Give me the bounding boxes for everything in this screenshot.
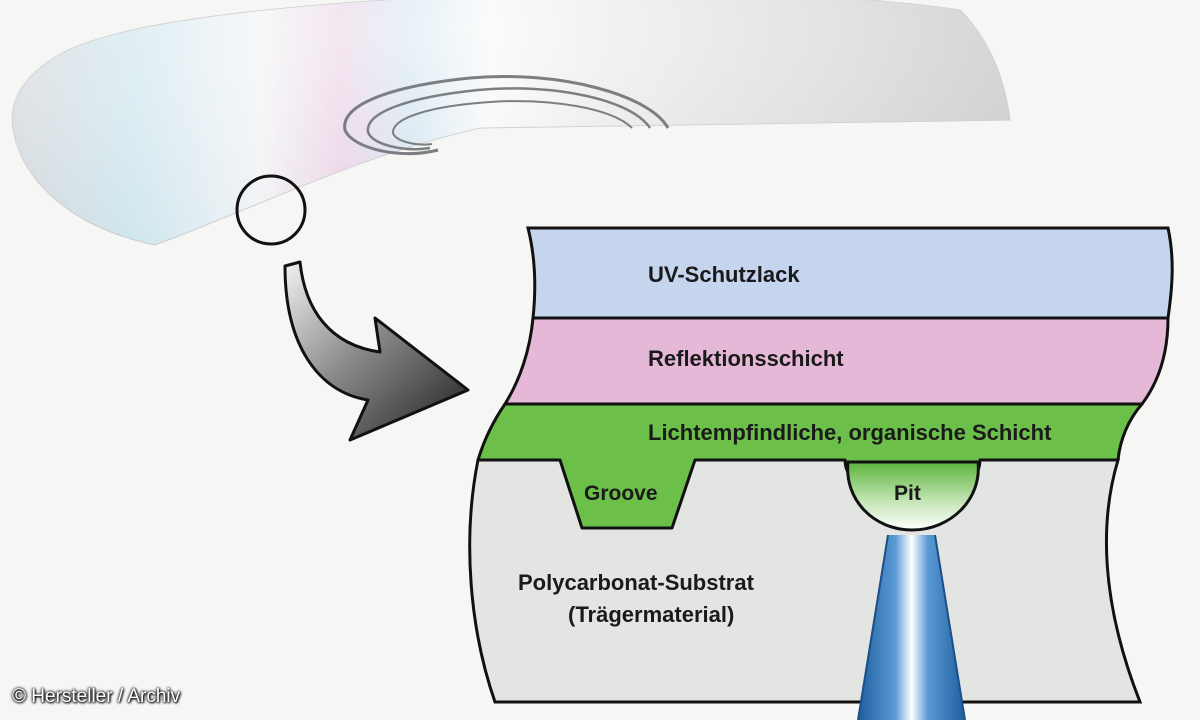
cross-section [468, 226, 1174, 704]
label-groove: Groove [584, 482, 658, 505]
label-reflection: Reflektionsschicht [648, 346, 844, 371]
zoom-arrow [283, 260, 470, 442]
label-dye: Lichtempfindliche, organische Schicht [648, 420, 1052, 445]
label-pit: Pit [894, 482, 921, 505]
image-credit: © Hersteller / Archiv [12, 686, 181, 707]
pit [846, 460, 980, 532]
uv-layer [526, 226, 1174, 320]
label-uv: UV-Schutzlack [648, 262, 800, 287]
disc-hub-rings [343, 75, 670, 156]
zoom-circle [235, 174, 307, 246]
disc [11, 0, 1011, 246]
reflection-layer [502, 316, 1170, 406]
label-substrate: Polycarbonat-Substrat [518, 570, 755, 595]
laser-beam [857, 534, 966, 720]
label-substrate-sub: (Trägermaterial) [568, 602, 734, 627]
